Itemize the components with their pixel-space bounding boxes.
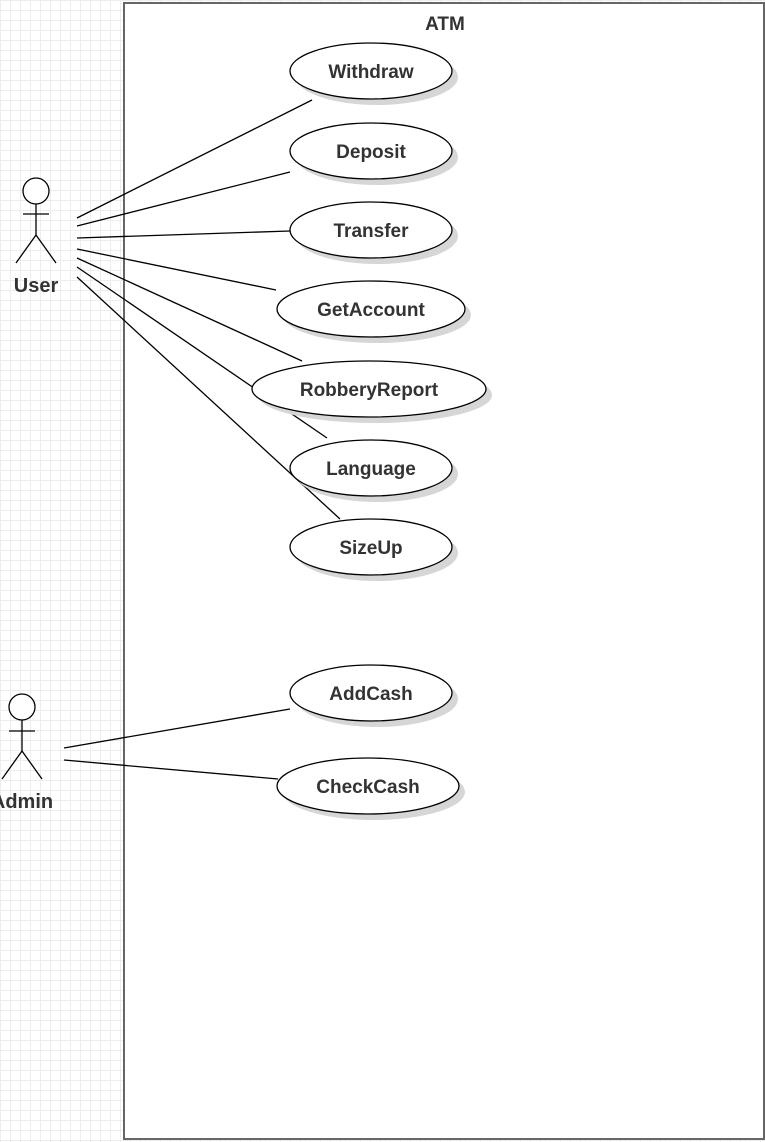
use-case-language[interactable]: Language: [289, 439, 458, 502]
stick-figure-icon: [15, 177, 57, 264]
association-user-transfer[interactable]: [76, 230, 291, 239]
actor-label: Admin: [0, 791, 53, 813]
actor-label: User: [14, 275, 59, 297]
use-case-label: Transfer: [334, 221, 410, 242]
association-admin-checkcash[interactable]: [63, 759, 279, 780]
association-user-withdraw[interactable]: [76, 99, 313, 219]
use-case-getaccount[interactable]: GetAccount: [276, 280, 471, 343]
association-user-robberyreport[interactable]: [76, 257, 303, 362]
association-admin-addcash[interactable]: [63, 708, 291, 749]
association-lines: [63, 99, 341, 780]
use-case-label: GetAccount: [317, 300, 425, 321]
use-case-label: Language: [326, 459, 416, 480]
use-case-deposit[interactable]: Deposit: [289, 122, 458, 185]
use-case-transfer[interactable]: Transfer: [289, 201, 458, 264]
use-case-label: RobberyReport: [300, 380, 439, 401]
stick-figure-icon: [1, 693, 43, 780]
use-case-withdraw[interactable]: Withdraw: [289, 42, 458, 105]
actor-admin[interactable]: Admin: [0, 693, 53, 813]
use-case-checkcash[interactable]: CheckCash: [276, 757, 465, 820]
association-user-deposit[interactable]: [76, 171, 291, 227]
actor-user[interactable]: User: [14, 177, 59, 297]
association-user-getaccount[interactable]: [76, 248, 277, 291]
use-case-addcash[interactable]: AddCash: [289, 664, 458, 727]
use-case-label: AddCash: [329, 684, 412, 705]
use-case-sizeup[interactable]: SizeUp: [289, 518, 458, 581]
use-case-label: SizeUp: [339, 538, 402, 559]
use-case-label: Deposit: [336, 142, 406, 163]
system-boundary[interactable]: ATM: [123, 2, 765, 1140]
use-case-label: Withdraw: [328, 62, 414, 83]
system-title: ATM: [425, 14, 465, 35]
use-case-robberyreport[interactable]: RobberyReport: [251, 360, 492, 423]
use-case-label: CheckCash: [316, 777, 420, 798]
